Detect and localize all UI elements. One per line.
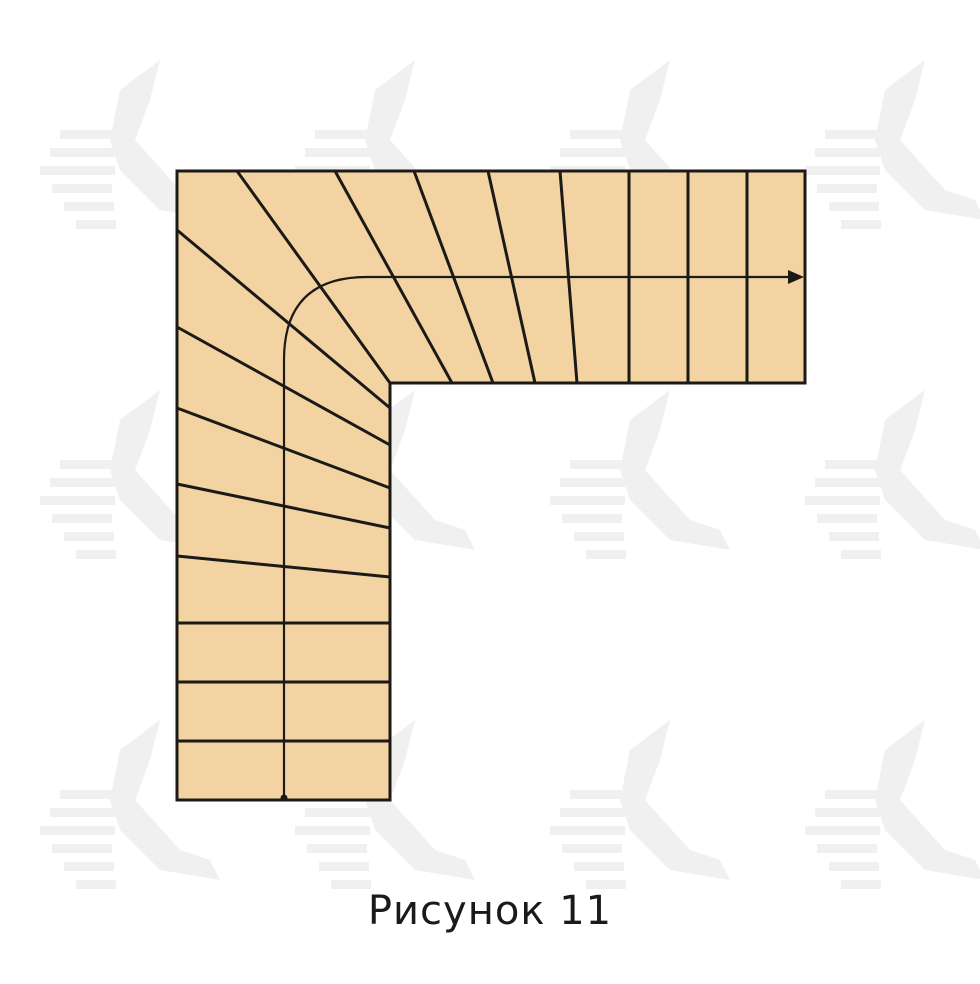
arrow-right-icon <box>788 270 804 284</box>
logo-watermark-icon <box>805 390 980 559</box>
logo-watermark-icon <box>805 60 980 229</box>
logo-watermark-icon <box>550 390 730 559</box>
walk-line <box>282 275 790 800</box>
figure-caption: Рисунок 11 <box>367 888 613 934</box>
logo-watermark-icon <box>805 720 980 889</box>
stair-outline <box>175 169 807 802</box>
walk-line-start-dot <box>280 794 288 802</box>
winder-line <box>175 228 392 410</box>
winder-line <box>235 169 392 385</box>
logo-watermark-icon <box>550 720 730 889</box>
